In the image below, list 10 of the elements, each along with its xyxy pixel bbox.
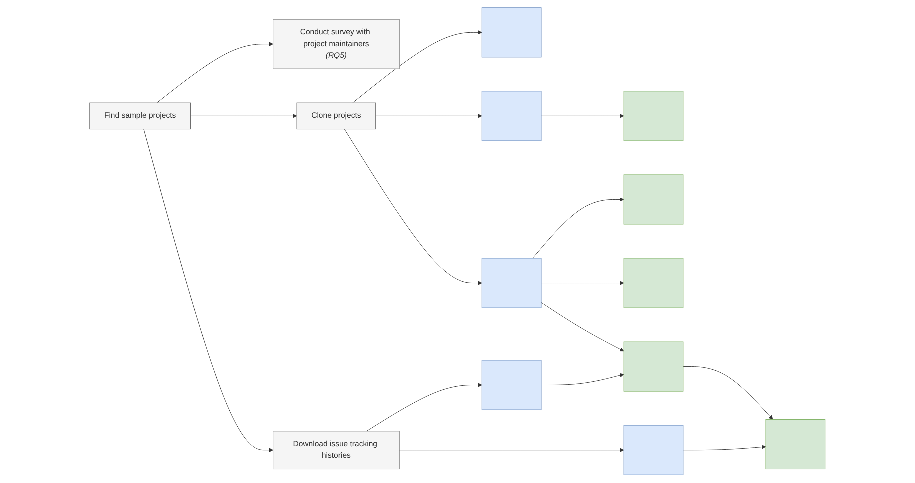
- node-box: [624, 91, 684, 142]
- node-box: [624, 425, 684, 476]
- node-box: [482, 91, 542, 142]
- node-box: [482, 258, 542, 308]
- node-box: [624, 342, 684, 392]
- node-box: [482, 8, 542, 58]
- node-box: [766, 420, 826, 470]
- node-box: [624, 258, 684, 308]
- node-box: [624, 174, 684, 225]
- node-box: [482, 360, 542, 410]
